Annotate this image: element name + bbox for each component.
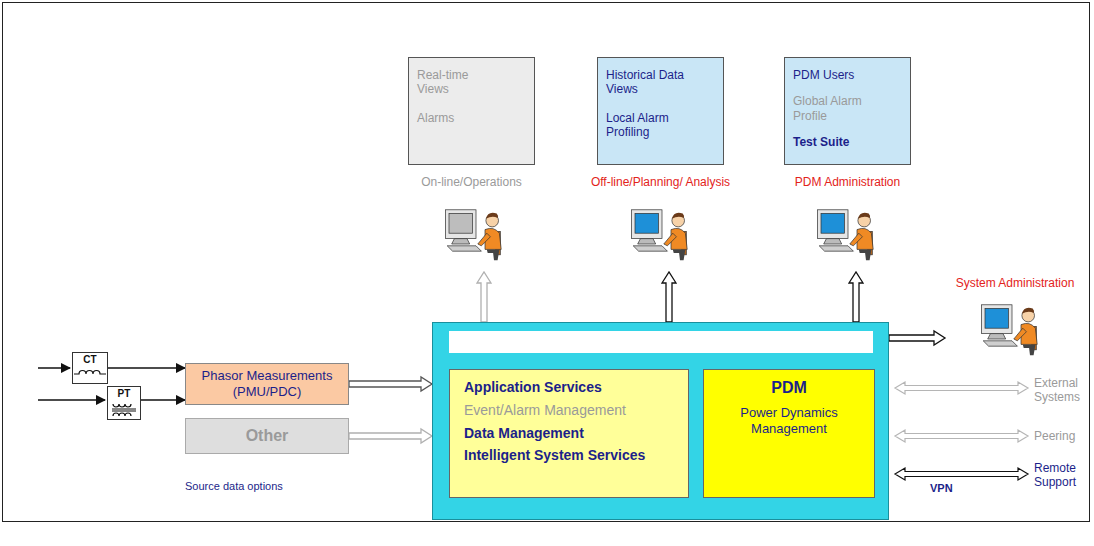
input-wire bbox=[38, 399, 105, 401]
annotation-label: VPN bbox=[930, 482, 953, 495]
operator-figure bbox=[817, 210, 873, 260]
flow-arrow bbox=[889, 331, 945, 345]
view-caption: Off-line/Planning/ Analysis bbox=[591, 175, 730, 189]
current-transformer: CT bbox=[72, 352, 108, 384]
view-panel: Historical Data ViewsLocal Alarm Profili… bbox=[597, 57, 724, 165]
view-item: Test Suite bbox=[793, 135, 849, 149]
flow-arrow bbox=[349, 429, 432, 443]
node-label: Data Management bbox=[464, 425, 584, 442]
annotation-label: Remote Support bbox=[1034, 461, 1088, 490]
services-box: Application ServicesEvent/Alarm Manageme… bbox=[449, 369, 689, 498]
node-label: Power Dynamics Management bbox=[724, 405, 854, 436]
workstation-view: Real-time ViewsAlarmsOn-line/Operations bbox=[408, 57, 535, 272]
workstation-view: Historical Data ViewsLocal Alarm Profili… bbox=[597, 57, 724, 272]
view-panel: Real-time ViewsAlarms bbox=[408, 57, 535, 165]
signal-arrow bbox=[108, 367, 185, 369]
view-item: Historical Data Views bbox=[606, 68, 686, 97]
coil-stroke bbox=[113, 413, 131, 416]
annotation-label: Source data options bbox=[185, 480, 283, 493]
view-item: PDM Users bbox=[793, 68, 854, 82]
title-bar bbox=[449, 331, 873, 353]
workstation-view: System Administration bbox=[945, 276, 1085, 370]
node-label: Other bbox=[246, 426, 289, 445]
view-caption: On-line/Operations bbox=[421, 175, 522, 189]
coil-stroke bbox=[74, 371, 106, 375]
source-box: Other bbox=[185, 418, 349, 454]
flow-arrow bbox=[349, 377, 432, 391]
coil-stroke bbox=[113, 404, 131, 407]
node-label: CT bbox=[83, 354, 96, 366]
view-item: Real-time Views bbox=[417, 68, 497, 97]
input-wire bbox=[38, 367, 70, 369]
source-box: Phasor Measurements (PMU/PDC) bbox=[185, 363, 349, 405]
node-label: System Administration bbox=[956, 276, 1075, 290]
ct-coil-symbol bbox=[73, 364, 107, 382]
operator-figure bbox=[631, 210, 687, 260]
view-caption: PDM Administration bbox=[795, 175, 900, 189]
potential-transformer: PT bbox=[107, 386, 141, 420]
flow-arrow bbox=[849, 272, 863, 322]
view-item: Local Alarm Profiling bbox=[606, 111, 686, 140]
node-label: Event/Alarm Management bbox=[464, 402, 626, 419]
node-label: PDM bbox=[771, 378, 807, 397]
double-arrow bbox=[895, 382, 1028, 394]
node-label: Application Services bbox=[464, 379, 602, 396]
flow-arrow bbox=[477, 272, 491, 322]
pdm-box: PDM Power Dynamics Management bbox=[703, 369, 875, 498]
annotation-label: External Systems bbox=[1034, 376, 1088, 405]
double-arrow bbox=[895, 468, 1028, 480]
node-label: Intelligent System Services bbox=[464, 447, 645, 464]
signal-arrow bbox=[141, 399, 185, 401]
view-panel: PDM UsersGlobal Alarm ProfileTest Suite bbox=[784, 57, 911, 165]
view-item: Global Alarm Profile bbox=[793, 94, 873, 123]
node-label: PT bbox=[118, 388, 131, 400]
view-item: Alarms bbox=[417, 111, 454, 125]
node-label: Phasor Measurements (PMU/PDC) bbox=[192, 368, 342, 399]
flow-arrow bbox=[662, 272, 676, 322]
operator-figure bbox=[981, 305, 1037, 355]
workstation-view: PDM UsersGlobal Alarm ProfileTest SuiteP… bbox=[784, 57, 911, 272]
operator-figure bbox=[445, 210, 501, 260]
double-arrow bbox=[895, 430, 1028, 442]
pt-coil-symbol bbox=[108, 400, 140, 418]
data-center-box: Application ServicesEvent/Alarm Manageme… bbox=[432, 322, 889, 520]
annotation-label: Peering bbox=[1034, 429, 1075, 443]
core-stroke bbox=[112, 409, 136, 411]
